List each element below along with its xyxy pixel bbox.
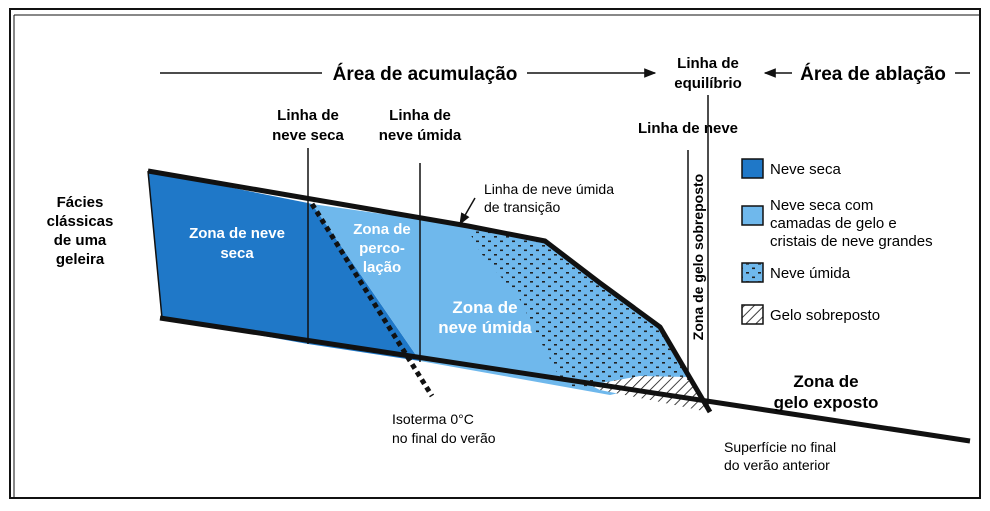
legend: Neve seca Neve seca com camadas de gelo … <box>741 158 933 325</box>
legend-swatch-superimposed-ice <box>741 304 764 325</box>
superimposed-ice-zone-label: Zona de gelo sobreposto <box>690 174 706 340</box>
wet-snow-zone-label-1: Zona de <box>452 298 517 317</box>
dry-snow-zone-label-1: Zona de neve <box>189 225 285 242</box>
transition-line-pointer <box>459 197 476 226</box>
facies-title-4: geleira <box>56 251 105 268</box>
accumulation-area-label: Área de acumulação <box>333 63 518 85</box>
exposed-ice-zone-label-2: gelo exposto <box>774 393 879 412</box>
transition-line-label-2: de transição <box>484 199 560 215</box>
surface-label-1: Superfície no final <box>724 439 836 455</box>
legend-swatch-wet-snow-dots <box>742 263 763 282</box>
facies-title-2: clássicas <box>47 213 114 230</box>
legend-label-percolation-1: Neve seca com <box>770 197 873 214</box>
legend-label-percolation-3: cristais de neve grandes <box>770 233 933 250</box>
isotherm-line <box>309 202 435 398</box>
exposed-ice-zone-label-1: Zona de <box>793 372 858 391</box>
percolation-zone-label-1: Zona de <box>353 221 411 238</box>
percolation-zone-label-2: perco- <box>359 240 405 257</box>
isotherm-label-1: Isoterma 0°C <box>392 411 474 427</box>
previous-summer-surface <box>159 315 971 444</box>
legend-label-dry-snow: Neve seca <box>770 161 842 178</box>
wet-snow-line-label-1: Linha de <box>389 107 451 124</box>
dry-snow-line-label-1: Linha de <box>277 107 339 124</box>
wet-snow-line-label-2: neve úmida <box>379 127 462 144</box>
snow-line-label: Linha de neve <box>638 120 738 137</box>
isotherm-label-2: no final do verão <box>392 430 496 446</box>
legend-swatch-percolation <box>741 205 764 226</box>
equilibrium-line-label-2: equilíbrio <box>674 75 742 92</box>
glacier-top-surface <box>147 168 713 414</box>
facies-title-1: Fácies <box>57 194 104 211</box>
dry-snow-zone-label-2: seca <box>220 245 254 262</box>
legend-label-wet-snow: Neve úmida <box>770 265 851 282</box>
legend-label-percolation-2: camadas de gelo e <box>770 215 897 232</box>
percolation-zone-label-3: lação <box>363 259 401 276</box>
surface-label-2: do verão anterior <box>724 457 830 473</box>
legend-swatch-dry-snow <box>741 158 764 179</box>
glacier-left-edge <box>147 170 163 319</box>
wet-snow-zone-label-2: neve úmida <box>438 318 532 337</box>
legend-label-superimposed-ice: Gelo sobreposto <box>770 307 880 324</box>
transition-line-label-1: Linha de neve úmida <box>484 181 614 197</box>
wet-snow-dotted-area <box>466 226 688 389</box>
ablation-area-label: Área de ablação <box>800 63 946 85</box>
equilibrium-line-label-1: Linha de <box>677 55 739 72</box>
dry-snow-zone-left <box>148 171 308 344</box>
dry-snow-line-label-2: neve seca <box>272 127 344 144</box>
outer-border <box>9 8 981 499</box>
facies-title-3: de uma <box>54 232 107 249</box>
